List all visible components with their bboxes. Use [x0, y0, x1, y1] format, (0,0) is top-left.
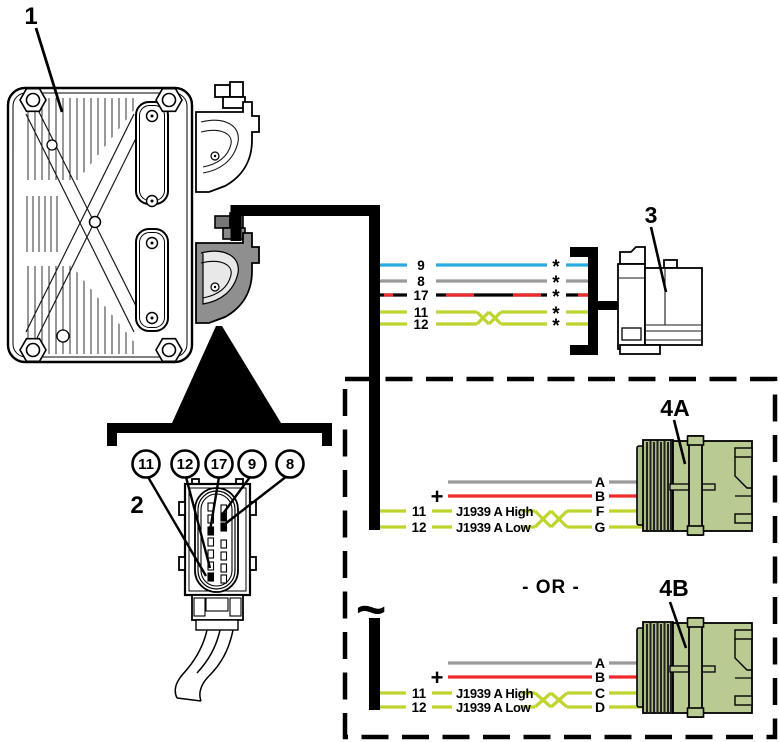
connector3-wires: 9 8 17 11 12 * * * * *	[380, 257, 588, 337]
connector3-bracket	[570, 247, 598, 355]
plus-marker: +	[431, 665, 444, 690]
detail-connector-face	[174, 478, 257, 702]
or-label: - OR -	[522, 577, 580, 598]
detail-pin-callouts: 11 12 17 9 8	[131, 449, 305, 479]
connector4b	[636, 617, 753, 718]
pin-callout-17: 17	[211, 456, 228, 473]
ecm-bay-screws	[145, 109, 159, 325]
pin-callout-12: 12	[177, 456, 194, 473]
pin-letter-b: B	[595, 488, 605, 504]
callout-connector4b: 4B	[659, 575, 688, 601]
pin-letter-b: B	[595, 669, 605, 685]
wire-label-11: 11	[412, 686, 427, 701]
corner-bolt-icon	[19, 87, 47, 113]
wire-label-12: 12	[413, 317, 428, 332]
connector4a	[636, 435, 753, 536]
connector3	[617, 246, 703, 355]
detail-pointer-triangle	[172, 326, 281, 423]
pin-letter-d: D	[595, 699, 605, 715]
signal-label-high: J1939 A High	[456, 504, 533, 519]
asterisk-marker: *	[552, 273, 560, 294]
signal-label-high: J1939 A High	[456, 686, 533, 701]
connector4a-wires: + 11 12 J1939 A High J1939 A Low A B F G	[380, 474, 644, 535]
connector3-bracket-stub	[596, 301, 618, 310]
callout4b-leader	[668, 601, 688, 649]
detail-cable	[174, 629, 234, 702]
pin-callout-9: 9	[248, 456, 256, 473]
ecm-fins-middle	[26, 196, 58, 252]
pin-letter-c: C	[595, 685, 605, 701]
callout-connector3: 3	[645, 202, 658, 228]
option-box-border	[342, 376, 778, 740]
signal-label-low: J1939 A Low	[456, 520, 532, 535]
ecm-module	[6, 86, 194, 364]
wire-label-8: 8	[417, 274, 425, 289]
asterisk-marker: *	[552, 316, 560, 337]
detail-pin-leaders	[146, 475, 288, 577]
callout-connector4a: 4A	[660, 395, 689, 421]
pin-letter-a: A	[595, 474, 605, 490]
pin-letter-f: F	[596, 503, 605, 519]
wire-label-12: 12	[411, 700, 426, 715]
asterisk-marker: *	[552, 257, 560, 278]
plus-marker: +	[431, 484, 444, 509]
wire-label-17: 17	[413, 288, 428, 303]
harness-trunk	[230, 205, 380, 530]
corner-bolt-icon	[155, 87, 183, 113]
callout1-leader	[34, 27, 64, 113]
corner-bolt-icon	[19, 337, 47, 363]
callout4a-leader	[672, 419, 687, 465]
harness-trunk-4b	[369, 618, 380, 710]
detail-bracket	[107, 423, 332, 446]
pin-letter-a: A	[595, 655, 605, 671]
pin-callout-8: 8	[286, 456, 294, 473]
pin-callout-11: 11	[138, 456, 154, 473]
asterisk-marker: *	[552, 304, 560, 325]
callout-ecm: 1	[24, 3, 37, 30]
asterisk-marker: *	[552, 287, 560, 308]
signal-label-low: J1939 A Low	[456, 700, 532, 715]
ecm-harness-connector-top	[195, 81, 260, 193]
connector4b-wires: + 11 12 J1939 A High J1939 A Low A B C D	[380, 655, 644, 715]
wire-label-11: 11	[412, 504, 427, 519]
callout3-leader	[649, 226, 668, 293]
callout-harness-detail: 2	[130, 492, 143, 519]
corner-bolt-icon	[155, 337, 183, 363]
wire-label-11: 11	[414, 305, 429, 320]
ecm-harness-connector-bottom	[195, 212, 260, 324]
wire-label-12: 12	[411, 520, 426, 535]
wire-label-9: 9	[417, 258, 425, 273]
continuation-tilde: ~	[356, 581, 386, 639]
pin-letter-g: G	[595, 519, 606, 535]
ecm-connector-bay-bottom	[135, 228, 169, 332]
